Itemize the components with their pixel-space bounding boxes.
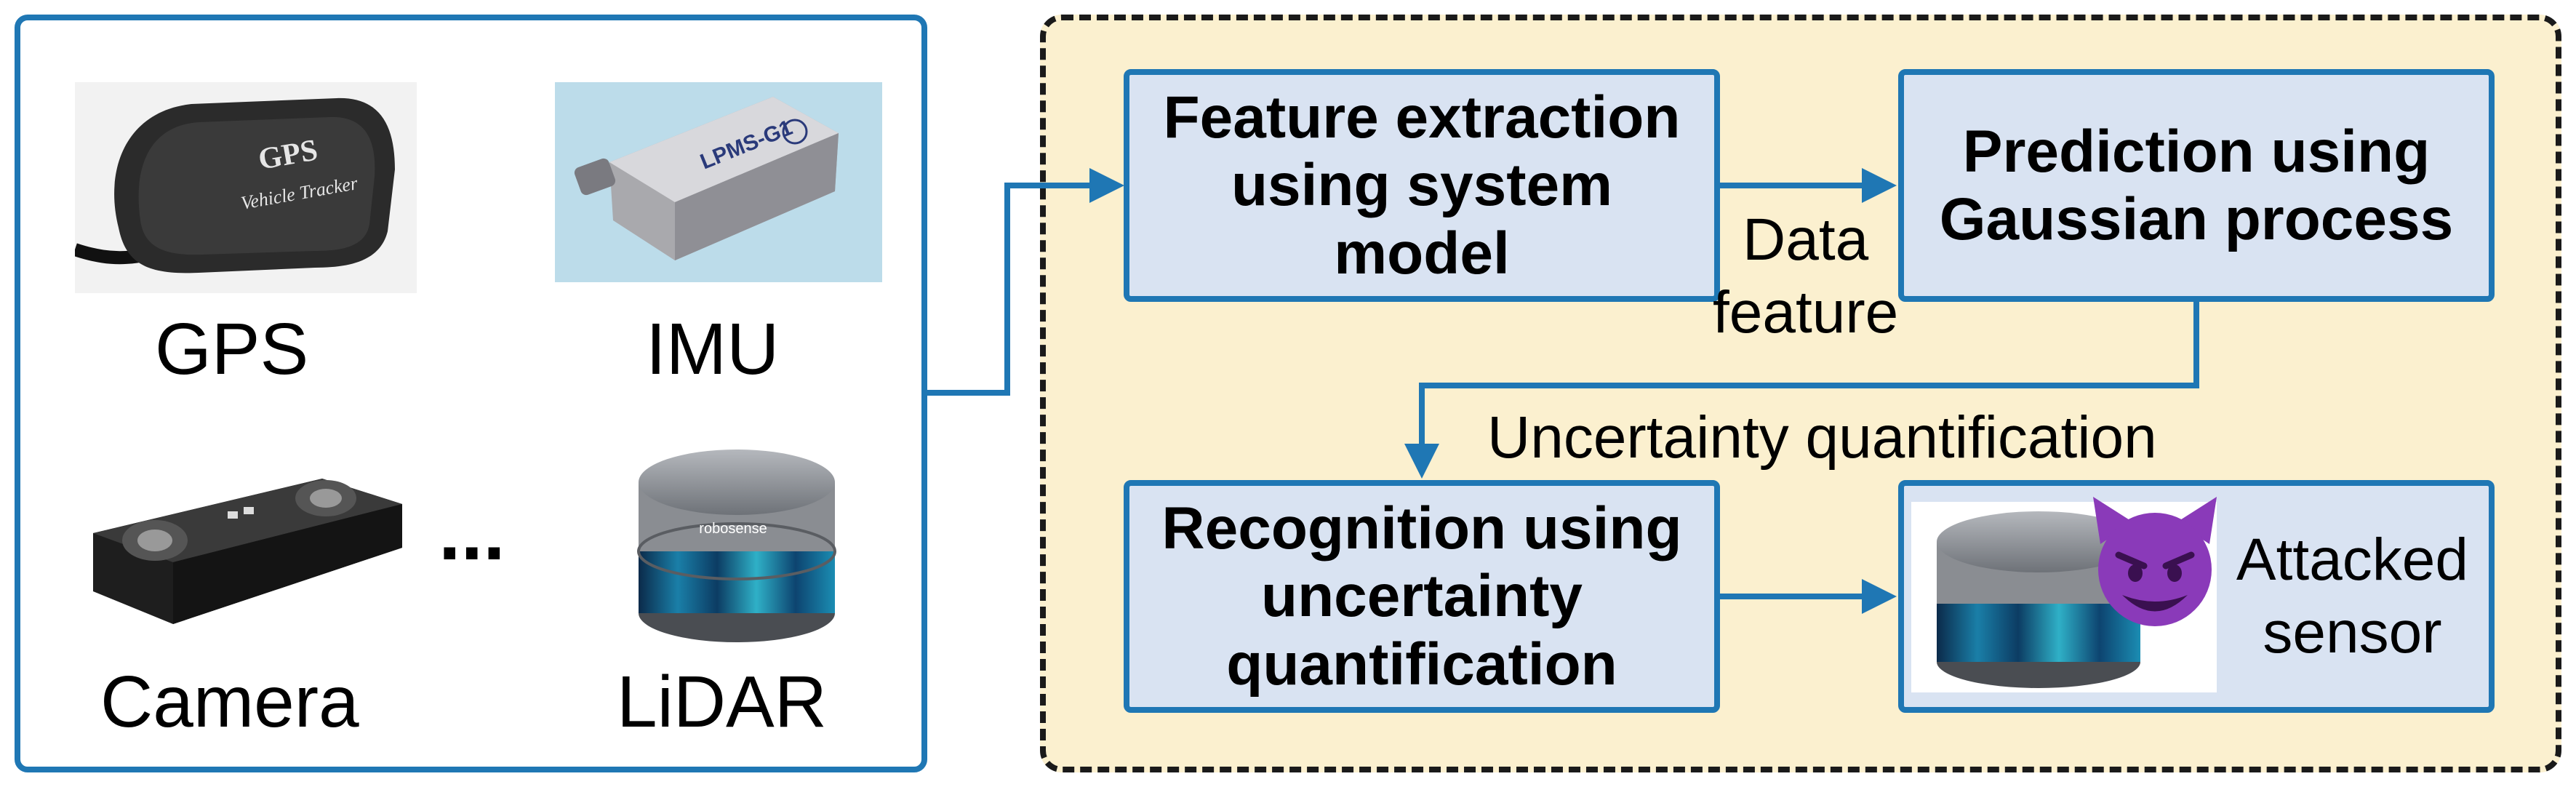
lidar-brand-text: robosense (699, 521, 767, 537)
attacked-sensor-box: Attacked sensor (1898, 480, 2495, 713)
feature-extraction-line-2: using system (1231, 152, 1613, 219)
recognition-box: Recognition using uncertainty quantifica… (1124, 480, 1720, 713)
data-feature-line-2: feature (1713, 279, 1899, 346)
recognition-line-1: Recognition using (1161, 495, 1682, 562)
camera-device-image (93, 479, 402, 624)
data-feature-line-1: Data (1743, 207, 1869, 273)
data-feature-label: Data feature (1713, 204, 1898, 349)
recognition-line-2: uncertainty (1261, 563, 1583, 630)
devil-emoji-icon (2093, 497, 2217, 626)
recognition-line-3: quantification (1226, 631, 1617, 698)
prediction-line-1: Prediction using (1962, 118, 2431, 185)
feature-extraction-box: Feature extraction using system model (1124, 69, 1720, 302)
attacked-line-2: sensor (2263, 599, 2442, 666)
imu-device-image: LPMS-G1 (555, 82, 882, 282)
gps-label: GPS (155, 308, 309, 390)
sensor-panel: GPS Vehicle Tracker GPS LPMS-G1 IMU Came… (15, 15, 927, 772)
prediction-box: Prediction using Gaussian process (1898, 69, 2495, 302)
prediction-line-2: Gaussian process (1939, 186, 2454, 252)
imu-label: IMU (646, 308, 780, 390)
attacked-line-1: Attacked (2236, 526, 2468, 593)
gps-device-image: GPS Vehicle Tracker (75, 82, 417, 293)
camera-label: Camera (100, 661, 359, 743)
ellipsis: ... (439, 487, 505, 577)
lidar-label: LiDAR (617, 661, 827, 743)
uncertainty-label: Uncertainty quantification (1487, 404, 2157, 471)
feature-extraction-line-1: Feature extraction (1163, 84, 1681, 151)
lidar-device-image: robosense (637, 450, 836, 642)
feature-extraction-line-3: model (1334, 220, 1510, 287)
